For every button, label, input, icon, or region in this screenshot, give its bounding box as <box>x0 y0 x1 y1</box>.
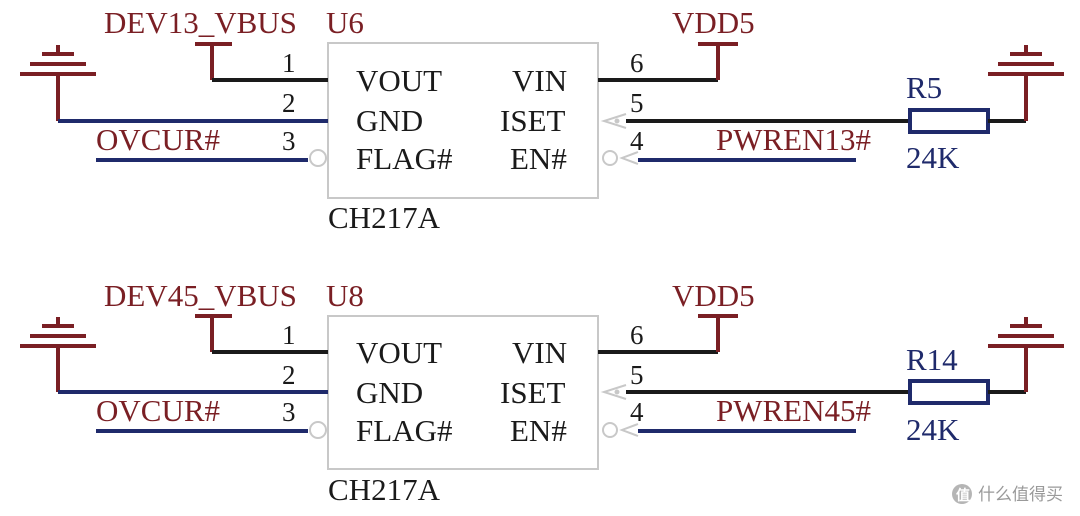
resistor-ref: R5 <box>906 70 942 105</box>
pin-number: 6 <box>630 48 644 78</box>
ground-symbol-left-icon <box>20 317 96 392</box>
en-net-label: PWREN13# <box>716 122 871 157</box>
iset-analog-marker-icon <box>600 113 627 129</box>
flag-inversion-bubble <box>309 421 327 439</box>
watermark: 值 什么值得买 <box>952 484 1063 505</box>
resistor-value: 24K <box>906 412 960 447</box>
pin-number: 4 <box>630 126 644 156</box>
chip-ref: U6 <box>326 5 364 40</box>
pin-name: GND <box>356 103 423 138</box>
circuit-u8: DEV45_VBUS U8 OVCUR# 1 2 3 VOUT GND FLAG… <box>20 278 1064 507</box>
flag-net-label: OVCUR# <box>96 393 220 428</box>
vbus-net-flag <box>195 42 232 80</box>
pin-name: EN# <box>510 141 567 176</box>
chip-ref: U8 <box>326 278 364 313</box>
pin-number: 3 <box>282 126 296 156</box>
pin-number: 3 <box>282 397 296 427</box>
ground-symbol-left-icon <box>20 45 96 121</box>
part-number: CH217A <box>328 200 441 235</box>
vdd-net-label: VDD5 <box>672 278 755 313</box>
pin-name: VOUT <box>356 63 442 98</box>
vdd-net-flag <box>698 42 738 80</box>
zhihu-logo-icon: 值 <box>952 484 972 504</box>
vdd-net-label: VDD5 <box>672 5 755 40</box>
pin-number: 5 <box>630 88 644 118</box>
pin-name: EN# <box>510 413 567 448</box>
resistor-icon <box>908 108 990 134</box>
watermark-text: 什么值得买 <box>978 485 1063 505</box>
flag-inversion-bubble <box>309 149 327 167</box>
en-net-label: PWREN45# <box>716 393 871 428</box>
pin-name: ISET <box>500 103 566 138</box>
pin-name: VOUT <box>356 335 442 370</box>
pin-name: VIN <box>512 335 567 370</box>
circuit-u6: DEV13_VBUS U6 OVCUR# 1 2 3 VOUT GND FLAG… <box>20 5 1064 235</box>
vbus-net-label: DEV13_VBUS <box>104 5 297 40</box>
vdd-net-flag <box>698 314 738 352</box>
pin-name: VIN <box>512 63 567 98</box>
en-inversion-bubble <box>602 150 618 166</box>
part-number: CH217A <box>328 472 441 507</box>
pin-name: FLAG# <box>356 141 452 176</box>
vbus-net-label: DEV45_VBUS <box>104 278 297 313</box>
pin-name: GND <box>356 375 423 410</box>
svg-text:值: 值 <box>956 487 970 504</box>
flag-net-label: OVCUR# <box>96 122 220 157</box>
iset-analog-marker-icon <box>600 384 627 400</box>
pin-number: 5 <box>630 360 644 390</box>
pin-number: 2 <box>282 88 296 118</box>
pin-number: 6 <box>630 320 644 350</box>
pin-name: FLAG# <box>356 413 452 448</box>
resistor-ref: R14 <box>906 342 958 377</box>
pin-number: 4 <box>630 397 644 427</box>
resistor-icon <box>908 379 990 405</box>
en-input-marker-icon <box>619 423 639 437</box>
pin-number: 1 <box>282 48 296 78</box>
en-input-marker-icon <box>619 151 639 165</box>
vbus-net-flag <box>195 314 232 352</box>
pin-name: ISET <box>500 375 566 410</box>
resistor-value: 24K <box>906 140 960 175</box>
ground-symbol-right-icon <box>988 45 1064 121</box>
ground-symbol-right-icon <box>988 317 1064 392</box>
chip-body <box>327 42 599 199</box>
chip-body <box>327 315 599 470</box>
pin-number: 2 <box>282 360 296 390</box>
pin-number: 1 <box>282 320 296 350</box>
en-inversion-bubble <box>602 422 618 438</box>
